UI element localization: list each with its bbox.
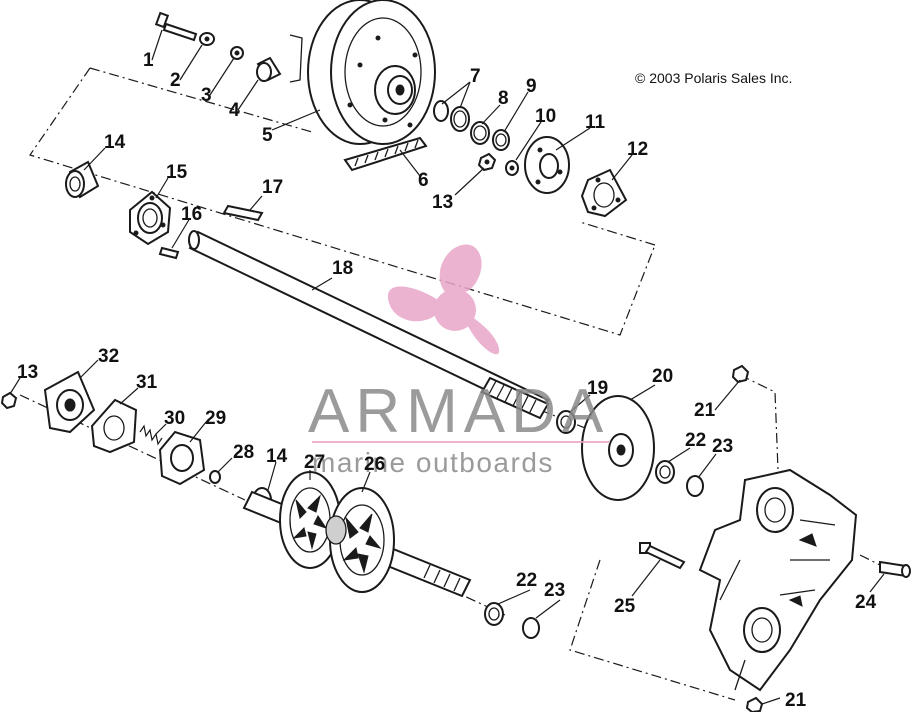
- watermark-brand: ARMADA: [308, 377, 609, 446]
- callout-10: 10: [535, 106, 556, 127]
- callout-14-lower: 14: [266, 446, 288, 467]
- part-brake-disc: [581, 395, 655, 501]
- part-shaft-key: [222, 204, 264, 222]
- part-flange-lower: [158, 430, 206, 486]
- part-plug: [209, 470, 221, 484]
- callout-19: 19: [587, 378, 608, 399]
- part-seal: [556, 410, 576, 434]
- callout-7: 7: [470, 66, 481, 87]
- part-adjuster-bolt: [879, 560, 911, 578]
- part-flange-bolt: [158, 246, 180, 260]
- propeller-hub: [434, 289, 476, 331]
- callout-2: 2: [170, 70, 181, 91]
- callout-numbers: 1 2 3 4 5 6 7 8 9 10 11 12 13 14 15 16 1…: [17, 50, 877, 711]
- part-nut-lower: [0, 391, 18, 410]
- callout-18: 18: [332, 258, 353, 279]
- part-bearing-housing: [43, 370, 96, 434]
- callout-25: 25: [614, 596, 636, 617]
- part-lock-washer: [230, 46, 244, 60]
- callout-3: 3: [201, 85, 212, 106]
- part-case-bearing-lower: [484, 602, 504, 626]
- part-gasket-lower: [90, 398, 138, 454]
- callout-24: 24: [855, 592, 877, 613]
- callout-29: 29: [205, 408, 226, 429]
- part-flange-upper: [129, 190, 172, 246]
- propeller-blade-top: [439, 244, 482, 298]
- part-o-ring: [470, 121, 490, 145]
- callout-26: 26: [364, 454, 385, 475]
- part-bearing-upper: [65, 160, 100, 199]
- propeller-blade-left: [387, 286, 440, 322]
- part-case-bearing-upper: [655, 460, 675, 484]
- part-bearing-plate: [524, 136, 570, 194]
- propeller-blade-right: [468, 315, 500, 355]
- part-o-ring-small: [492, 129, 510, 151]
- callout-15: 15: [166, 162, 188, 183]
- propeller-logo: [387, 244, 500, 355]
- part-spring: [139, 424, 163, 446]
- callout-30: 30: [164, 408, 185, 429]
- callout-22-upper: 22: [685, 430, 706, 451]
- part-o-ring-pair: [433, 100, 470, 132]
- part-drive-shaft-assembly: [242, 471, 472, 598]
- armada-watermark: ARMADA marine outboards: [308, 244, 610, 478]
- watermark-tagline: marine outboards: [312, 447, 554, 478]
- copyright-notice: © 2003 Polaris Sales Inc.: [635, 70, 792, 86]
- callout-5: 5: [262, 125, 273, 146]
- callout-27: 27: [304, 452, 325, 473]
- part-case-nut-bottom: [745, 696, 764, 712]
- callout-21-bottom: 21: [785, 690, 807, 711]
- callout-17: 17: [262, 177, 283, 198]
- callout-23-lower: 23: [544, 580, 565, 601]
- callout-21-top: 21: [694, 400, 716, 421]
- part-case-cap-lower: [522, 617, 540, 639]
- callout-13-upper: 13: [432, 192, 453, 213]
- callout-20: 20: [652, 366, 673, 387]
- part-bushing: [256, 56, 282, 82]
- part-jackshaft: [188, 230, 550, 420]
- part-washer: [199, 32, 215, 46]
- part-chain: [343, 136, 428, 172]
- part-driven-pulley: [289, 0, 436, 145]
- callout-32: 32: [98, 346, 119, 367]
- callout-28: 28: [233, 442, 254, 463]
- callout-9: 9: [526, 76, 537, 97]
- part-bolt: [154, 11, 198, 42]
- part-chaincase-housing: [698, 468, 858, 692]
- callout-1: 1: [143, 50, 154, 71]
- leader-lines: [9, 29, 885, 705]
- part-flat-washer: [505, 160, 519, 176]
- callout-13-lower: 13: [17, 362, 38, 383]
- callout-23-upper: 23: [712, 436, 733, 457]
- callout-11: 11: [585, 112, 606, 133]
- part-gasket-upper: [580, 168, 628, 218]
- callout-6: 6: [418, 170, 429, 191]
- part-stud-bolt: [639, 542, 686, 570]
- callout-16: 16: [181, 204, 202, 225]
- callout-4: 4: [229, 100, 240, 121]
- part-case-nut-top: [731, 364, 750, 384]
- callout-12: 12: [627, 139, 648, 160]
- callout-14-upper: 14: [104, 132, 126, 153]
- callout-22-lower: 22: [516, 570, 537, 591]
- callout-8: 8: [498, 88, 509, 109]
- part-nut-upper: [477, 152, 497, 172]
- part-case-cap-upper: [686, 475, 704, 497]
- callout-31: 31: [136, 372, 158, 393]
